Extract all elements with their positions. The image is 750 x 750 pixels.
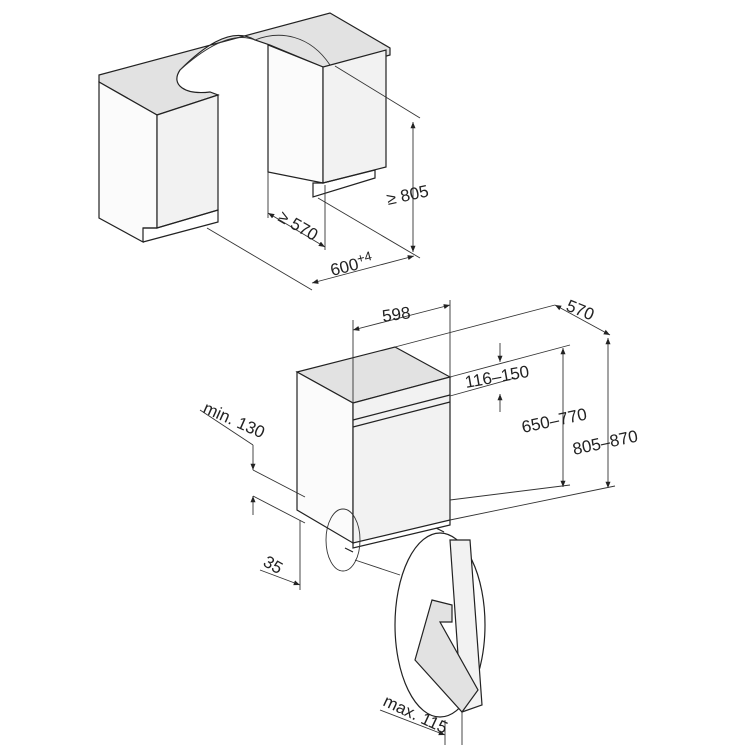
niche-min-depth-label: ≥ 570 <box>275 207 321 245</box>
appliance-drawing: 598 570 116–150 650–770 805–870 min. 130… <box>199 296 640 745</box>
niche-width-label: 600+4 <box>328 248 375 280</box>
detail-inset-circle <box>394 532 486 718</box>
niche-width-dim <box>311 255 415 284</box>
total-height-label: 805–870 <box>571 427 640 459</box>
appliance-base <box>344 520 451 553</box>
depth-dim <box>554 304 611 336</box>
niche-width-tolerance: +4 <box>355 248 373 266</box>
plinth-depth-label: 35 <box>260 552 286 578</box>
width-dim <box>352 304 451 331</box>
niche-width-value: 600 <box>328 255 360 280</box>
detail-plinth <box>414 599 479 713</box>
niche-drawing: ≥ 805 ≥ 570 600+4 <box>98 12 430 291</box>
width-label: 598 <box>381 303 412 326</box>
right-cabinet-side <box>267 44 324 184</box>
control-panel-strip <box>352 394 451 428</box>
plinth-height-label: min. 130 <box>200 398 267 442</box>
cutout-edge <box>179 34 331 71</box>
left-cabinet-front <box>156 94 219 229</box>
depth-label: 570 <box>564 296 597 324</box>
door-height-label: 650–770 <box>520 405 589 437</box>
niche-min-height-label: ≥ 805 <box>385 182 430 209</box>
panel-height-label: 116–150 <box>463 362 530 392</box>
niche-depth-dim <box>267 212 326 248</box>
right-cabinet-plinth <box>312 169 376 198</box>
left-cabinet-plinth <box>142 209 219 243</box>
detail-marker-circle <box>325 508 361 572</box>
right-cabinet-front <box>322 49 387 184</box>
appliance-door <box>352 376 451 544</box>
